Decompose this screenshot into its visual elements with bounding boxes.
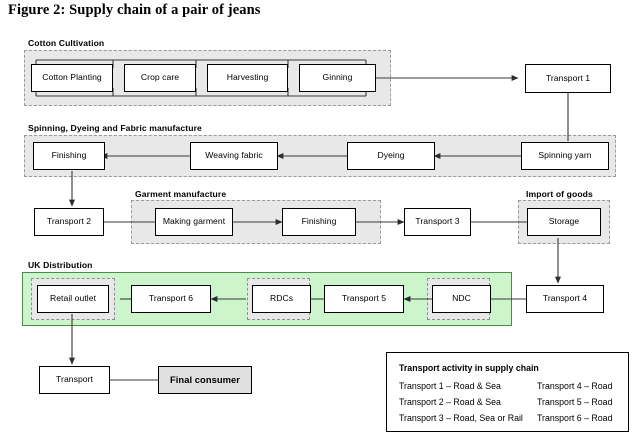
node-making-garment[interactable]: Making garment — [155, 208, 233, 236]
node-transport-2[interactable]: Transport 2 — [34, 208, 104, 236]
node-ndc[interactable]: NDC — [432, 285, 491, 313]
node-storage[interactable]: Storage — [527, 208, 601, 236]
node-weaving-fabric[interactable]: Weaving fabric — [190, 142, 278, 170]
band-label-uk-distribution: UK Distribution — [28, 260, 93, 270]
node-spinning-yarn[interactable]: Spinning yarn — [521, 142, 609, 170]
node-dyeing[interactable]: Dyeing — [347, 142, 435, 170]
band-label-garment-manufacture: Garment manufacture — [135, 189, 227, 199]
figure-title: Figure 2: Supply chain of a pair of jean… — [8, 2, 261, 18]
node-transport-5[interactable]: Transport 5 — [324, 285, 404, 313]
band-label-import-of-goods: Import of goods — [526, 189, 593, 199]
legend-row-transport-6: Transport 6 – Road — [537, 413, 613, 423]
legend-box: Transport activity in supply chain Trans… — [386, 352, 629, 432]
node-final-consumer[interactable]: Final consumer — [158, 366, 252, 394]
node-finishing-fabric[interactable]: Finishing — [33, 142, 105, 170]
node-transport-1[interactable]: Transport 1 — [525, 64, 611, 93]
node-transport-3[interactable]: Transport 3 — [404, 208, 471, 236]
node-finishing-garment[interactable]: Finishing — [282, 208, 356, 236]
legend-row-transport-1: Transport 1 – Road & Sea — [399, 381, 501, 391]
node-retail-outlet[interactable]: Retail outlet — [37, 285, 109, 313]
legend-row-transport-4: Transport 4 – Road — [537, 381, 613, 391]
node-ginning[interactable]: Ginning — [299, 64, 376, 92]
band-label-spinning-dyeing-fabric: Spinning, Dyeing and Fabric manufacture — [28, 123, 202, 133]
legend-row-transport-3: Transport 3 – Road, Sea or Rail — [399, 413, 523, 423]
node-cotton-planting[interactable]: Cotton Planting — [31, 64, 113, 92]
node-transport-final[interactable]: Transport — [39, 366, 110, 394]
legend-title: Transport activity in supply chain — [399, 363, 539, 373]
band-label-cotton-cultivation: Cotton Cultivation — [28, 38, 105, 48]
node-harvesting[interactable]: Harvesting — [207, 64, 288, 92]
legend-row-transport-2: Transport 2 – Road & Sea — [399, 397, 501, 407]
node-crop-care[interactable]: Crop care — [124, 64, 196, 92]
legend-row-transport-5: Transport 5 – Road — [537, 397, 613, 407]
node-transport-4[interactable]: Transport 4 — [526, 285, 604, 313]
node-transport-6[interactable]: Transport 6 — [131, 285, 211, 313]
node-rdcs[interactable]: RDCs — [252, 285, 311, 313]
